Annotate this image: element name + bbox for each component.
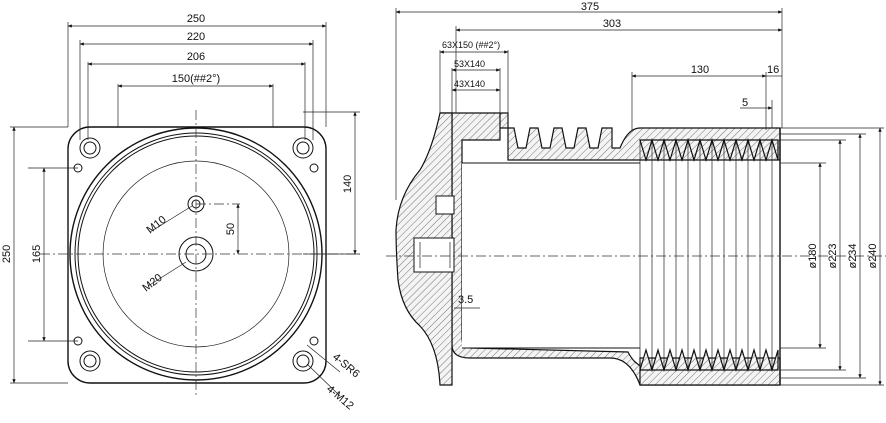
dim-5: 5	[742, 97, 748, 109]
dim-206: 206	[187, 51, 205, 63]
dim-375: 375	[581, 1, 599, 13]
dim-130: 130	[691, 64, 709, 76]
dim-3-5: 3.5	[458, 294, 473, 306]
dim-53x140: 53X140	[454, 59, 485, 69]
side-view: 375 303 63X150 (##2°) 53X140 43X140 130 …	[386, 1, 886, 386]
dim-16: 16	[767, 64, 779, 76]
insert-m10	[435, 195, 455, 215]
dim-50: 50	[225, 223, 237, 235]
label-4-sr6: 4-SR6	[330, 351, 362, 380]
dim-303: 303	[603, 18, 621, 30]
dim-220: 220	[187, 31, 205, 43]
dia-240: ø240	[867, 243, 879, 268]
label-m10: M10	[144, 214, 168, 237]
insert-m20	[413, 237, 455, 273]
dim-250-top: 250	[187, 13, 205, 25]
dim-43x140: 43X140	[454, 79, 485, 89]
label-m20: M20	[140, 272, 164, 295]
dim-140: 140	[342, 175, 354, 193]
dia-180: ø180	[807, 243, 819, 268]
dim-165: 165	[31, 245, 43, 263]
shed-lines	[639, 140, 773, 370]
dia-223: ø223	[827, 243, 839, 268]
label-4-m12: 4-M12	[324, 383, 356, 412]
dim-250-left: 250	[1, 245, 13, 263]
front-view: 250 220 206 150(##2°) 140 50 250 165	[1, 13, 362, 412]
dim-150: 150(##2°)	[172, 73, 220, 85]
inner-bore	[462, 163, 778, 348]
dia-234: ø234	[847, 243, 859, 268]
flange-outline	[67, 126, 327, 384]
dim-63x150: 63X150 (##2°)	[442, 40, 500, 50]
